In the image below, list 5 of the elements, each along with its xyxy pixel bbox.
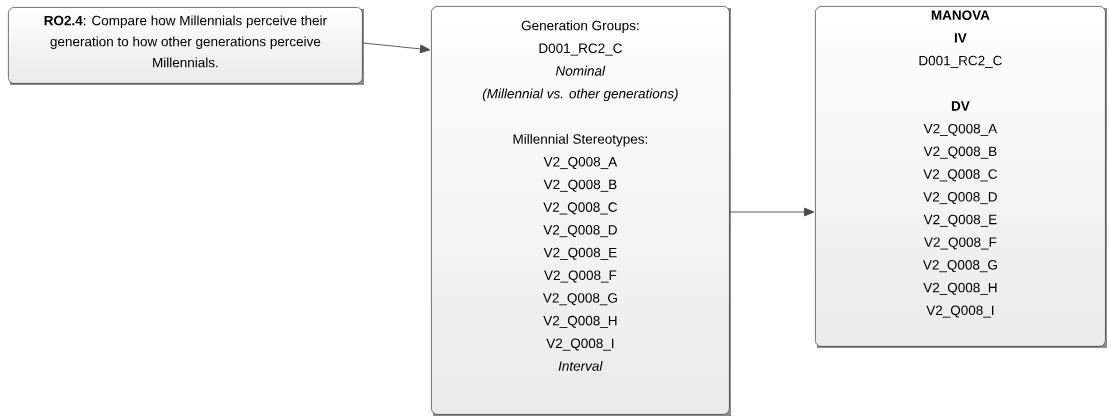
- objective-box: RO2.4: Compare how Millennials perceive their generation to how other generations perceive Millennials.: [8, 7, 364, 85]
- variables-box: Generation Groups: D001_RC2_C Nominal (Millennial vs. other generations) Millennial Stereotypes: V2_Q008_A V2_Q008_B V2_Q008_C V2_Q008_D V2_Q008_E V2_Q008_F V2_Q008_G V2_Q008_H V2_Q008_I Interval: [431, 6, 731, 416]
- arrow: [362, 42, 431, 54]
- analysis-box: MANOVA IV D001_RC2_C DV V2_Q008_A V2_Q008_B V2_Q008_C V2_Q008_D V2_Q008_E V2_Q008_F V2_Q008_G V2_Q008_H V2_Q008_I: [815, 6, 1107, 348]
- arrow: [729, 207, 815, 217]
